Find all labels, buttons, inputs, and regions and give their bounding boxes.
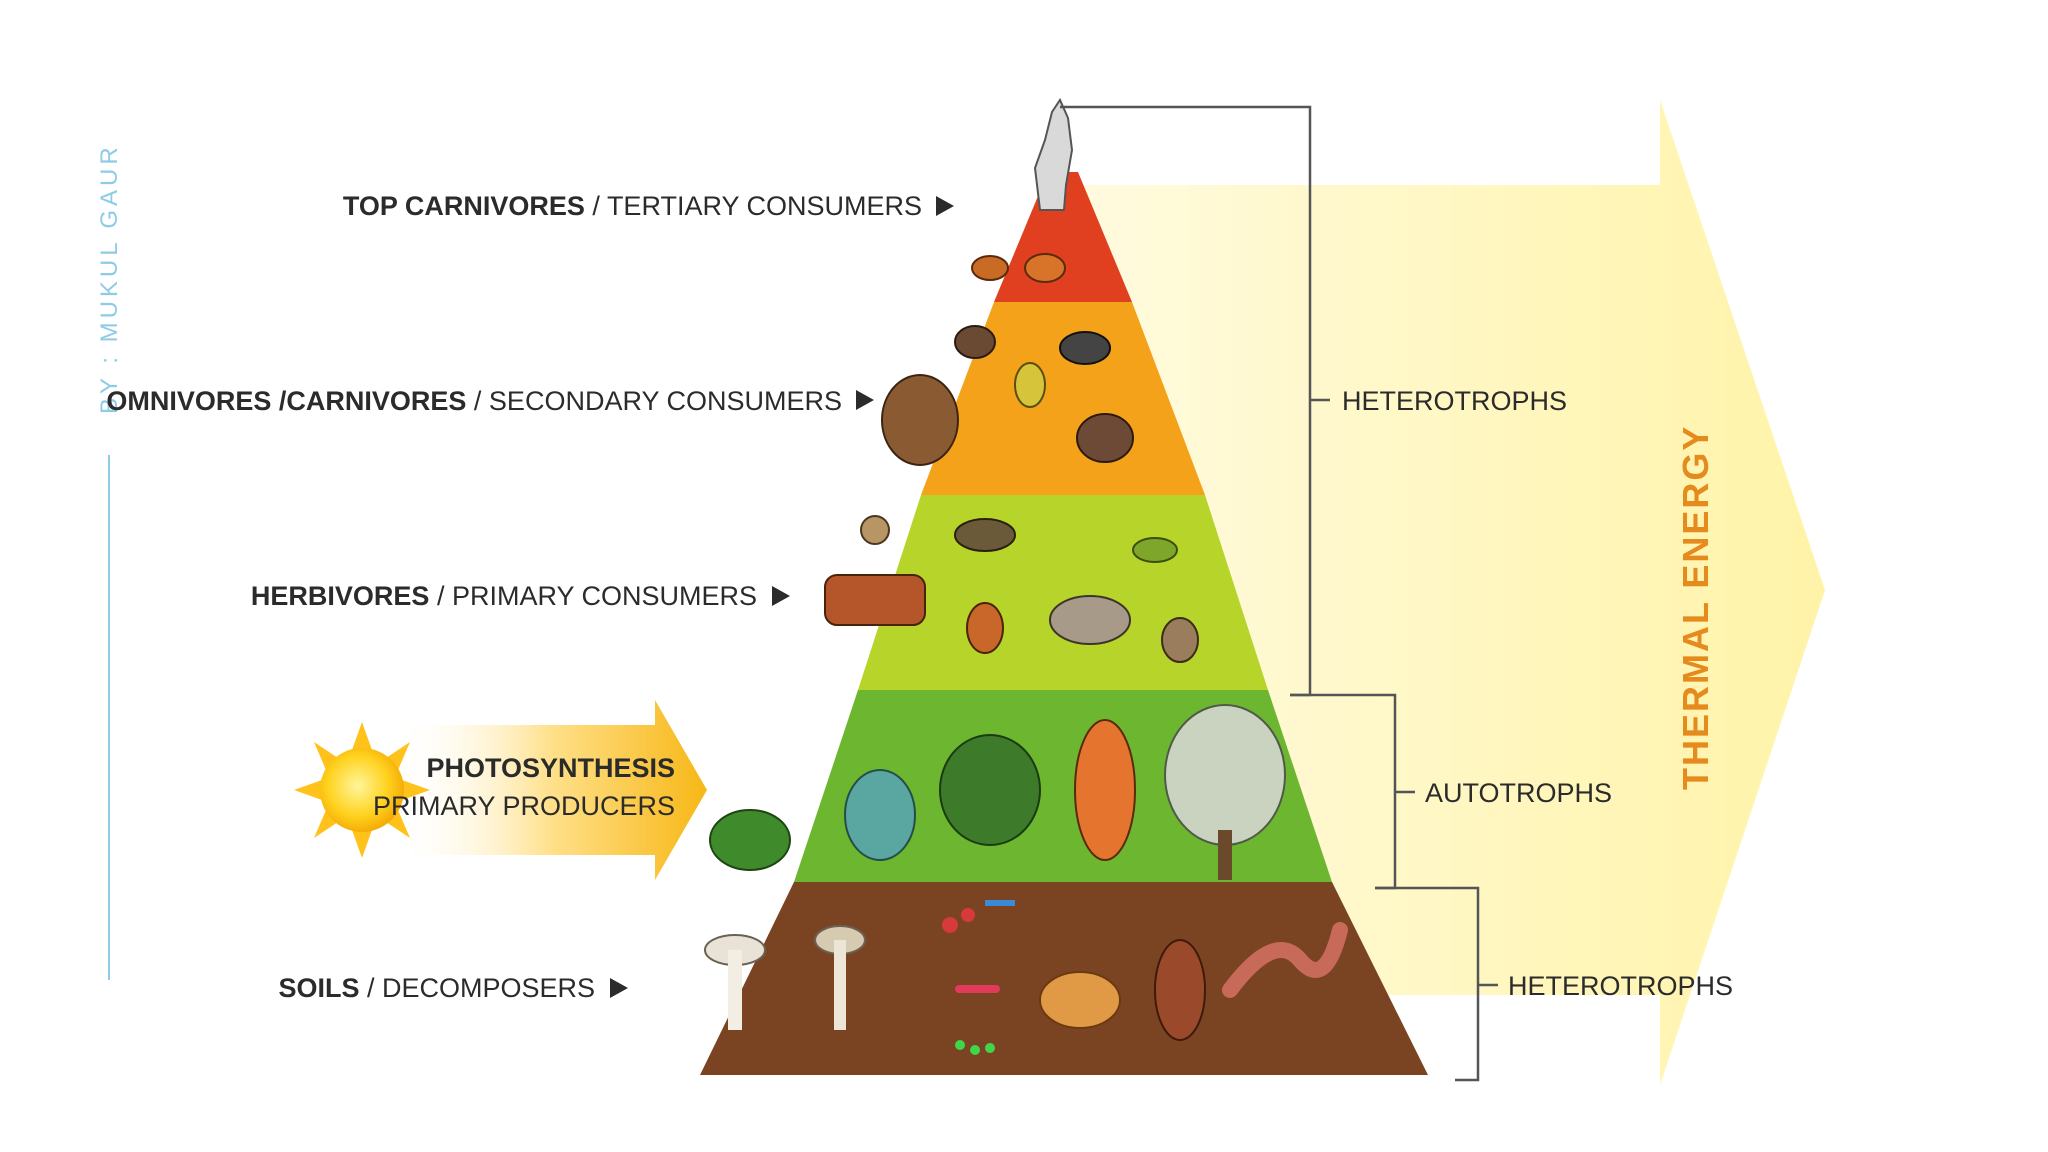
level-label-rest: / SECONDARY CONSUMERS bbox=[466, 386, 842, 416]
level-label-bold: SOILS bbox=[278, 973, 359, 1003]
heterotrophs-bottom-label: HETEROTROPHS bbox=[1508, 971, 1733, 1001]
bird-icon bbox=[1014, 362, 1046, 408]
tortoise-icon bbox=[860, 515, 1016, 552]
level-label-top-carnivores: TOP CARNIVORES / TERTIARY CONSUMERS bbox=[343, 191, 954, 221]
cow-icon bbox=[824, 574, 926, 626]
plants-icon bbox=[709, 704, 1286, 880]
level-label-secondary-consumers: OMNIVORES /CARNIVORES / SECONDARY CONSUM… bbox=[106, 386, 874, 416]
heterotrophs-top-label: HETEROTROPHS bbox=[1342, 386, 1567, 416]
badger-icon bbox=[954, 325, 1111, 365]
rabbit-icon bbox=[1161, 617, 1199, 663]
level-label-rest: / DECOMPOSERS bbox=[359, 973, 595, 1003]
level-label-primary-consumers: HERBIVORES / PRIMARY CONSUMERS bbox=[251, 581, 790, 611]
tapir-icon bbox=[1049, 595, 1131, 645]
bear-icon bbox=[881, 374, 959, 466]
photosynthesis-arrow bbox=[395, 700, 707, 880]
level-label-decomposers: SOILS / DECOMPOSERS bbox=[278, 973, 628, 1003]
autotrophs-label: AUTOTROPHS bbox=[1425, 778, 1612, 808]
mushrooms-icon bbox=[704, 925, 866, 1030]
sun-icon bbox=[294, 722, 430, 858]
worms-icon bbox=[1039, 922, 1348, 1041]
pointer-arrow-icon bbox=[856, 390, 874, 410]
heterotrophs-bottom-bracket bbox=[1375, 886, 1498, 1082]
pointer-arrow-icon bbox=[610, 978, 628, 998]
pointer-arrow-icon bbox=[936, 196, 954, 216]
caterpillar-icon bbox=[1132, 537, 1178, 563]
svg-text:SOILS / DECOMPOSERS: SOILS / DECOMPOSERS bbox=[278, 973, 595, 1003]
level-label-rest: / PRIMARY CONSUMERS bbox=[429, 581, 757, 611]
credit-divider-line bbox=[108, 455, 110, 980]
svg-text:HERBIVORES / PRIMARY CONSUMERS: HERBIVORES / PRIMARY CONSUMERS bbox=[251, 581, 757, 611]
wolf-icon bbox=[1033, 97, 1074, 211]
squirrel-icon bbox=[966, 602, 1004, 654]
microbes-icon bbox=[942, 900, 1015, 1055]
level-label-bold: HERBIVORES bbox=[251, 581, 430, 611]
photosynthesis-label: PHOTOSYNTHESIS bbox=[426, 753, 675, 783]
pointer-arrow-icon bbox=[772, 586, 790, 606]
level-label-bold: TOP CARNIVORES bbox=[343, 191, 585, 221]
fox-icon bbox=[971, 253, 1066, 283]
level-label-rest: / TERTIARY CONSUMERS bbox=[585, 191, 922, 221]
svg-text:TOP CARNIVORES / TERTIARY CONS: TOP CARNIVORES / TERTIARY CONSUMERS bbox=[343, 191, 922, 221]
thermal-energy-label: THERMAL ENERGY bbox=[1675, 425, 1716, 790]
primary-producers-label: PRIMARY PRODUCERS bbox=[373, 791, 675, 821]
svg-text:OMNIVORES /CARNIVORES / SECOND: OMNIVORES /CARNIVORES / SECONDARY CONSUM… bbox=[106, 386, 842, 416]
boar-icon bbox=[1076, 413, 1134, 463]
level-label-bold: OMNIVORES /CARNIVORES bbox=[106, 386, 466, 416]
